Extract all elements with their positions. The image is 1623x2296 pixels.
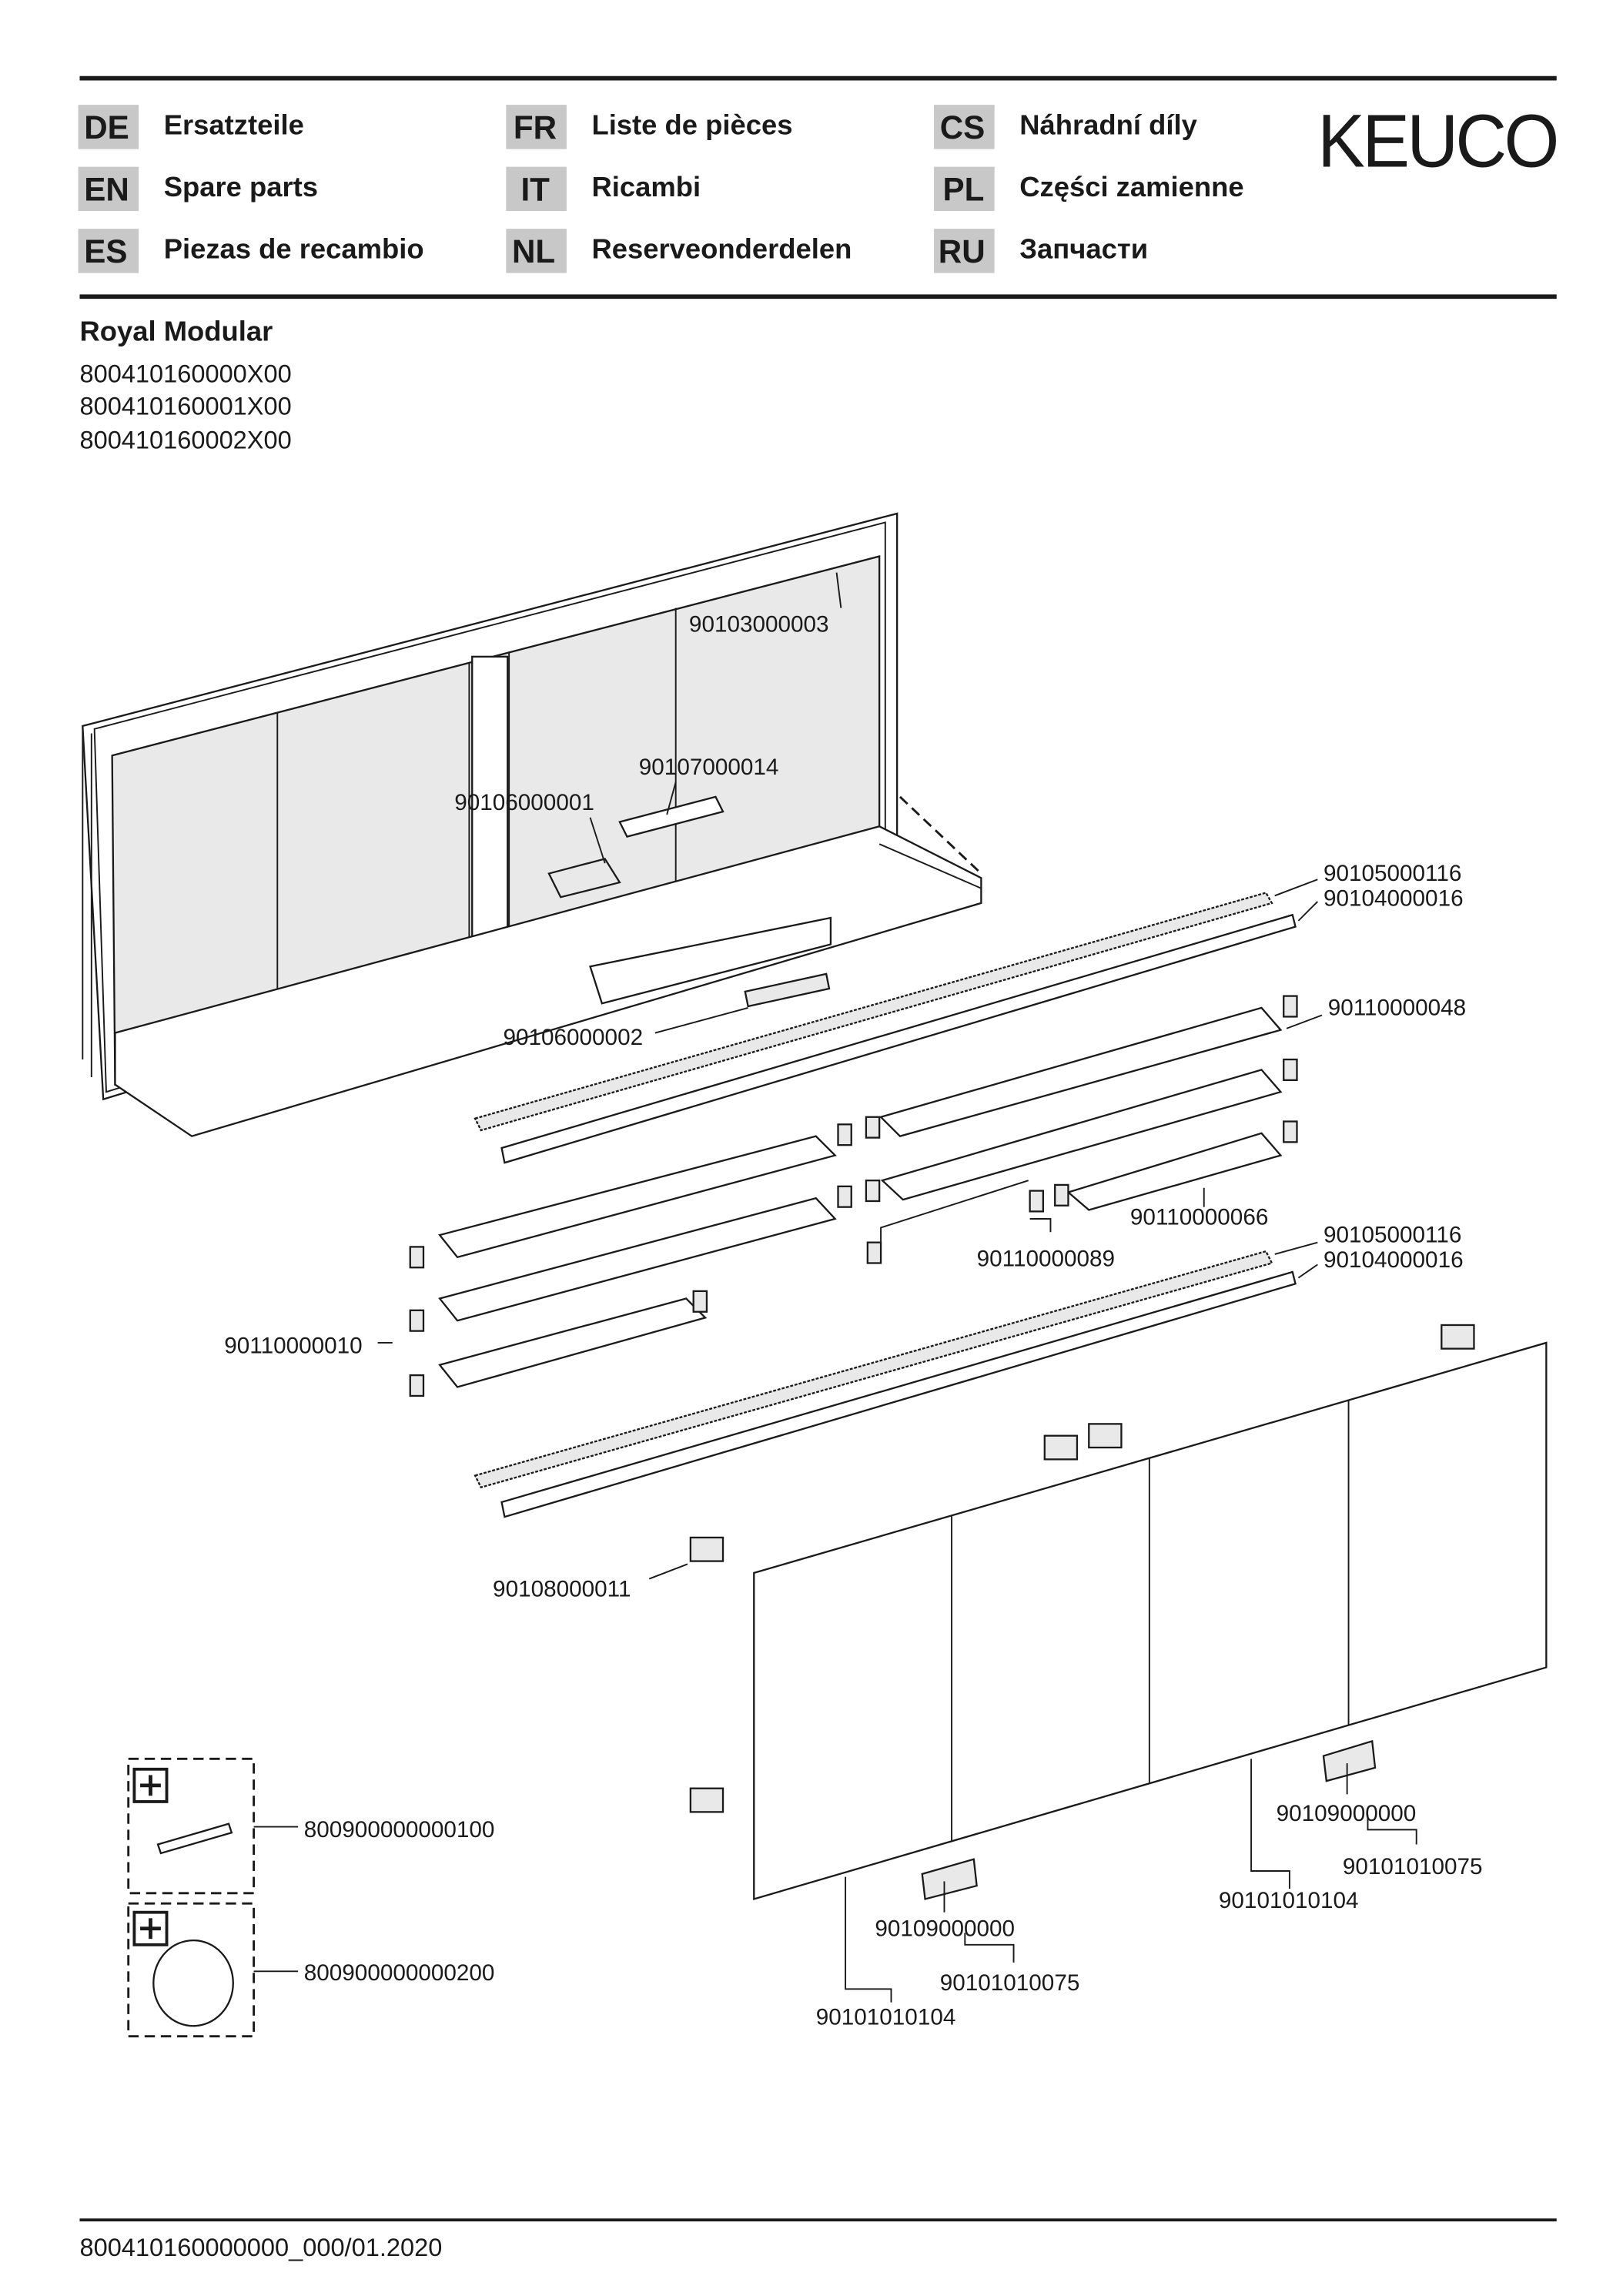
language-code: FR [514,109,557,146]
leader-lines [253,572,1417,2003]
article-number: 800410160001X00 [79,393,291,420]
language-de: DE Ersatzteile [78,105,304,149]
language-it: IT Ricambi [506,166,701,212]
accessory-mirror [152,1939,234,2027]
language-code: EN [84,172,129,208]
language-label: Liste de pièces [591,109,792,140]
keuco-logo: KEUCO [1317,99,1556,183]
mirror-doors [753,1341,1548,1900]
language-code: DE [84,109,129,146]
language-pl: PL Części zamienne [934,166,1244,212]
language-es: ES Piezas de recambio [78,229,424,273]
language-label: Náhradní díly [1019,109,1197,140]
plus-icon [132,1767,169,1803]
part-label: 90103000003 [689,611,829,637]
part-label: 90101010104 [816,2004,956,2030]
language-nl: NL Reserveonderdelen [506,229,852,273]
plus-icon [132,1910,169,1946]
part-label: 90110000066 [1130,1205,1268,1230]
part-label: 90101010075 [1343,1854,1483,1879]
part-label: 90110000089 [977,1246,1115,1271]
part-label: 90101010075 [940,1970,1080,1996]
glass-shelf [878,1006,1283,1137]
language-code: NL [512,233,555,269]
part-label: 90104000016 [1323,886,1464,912]
switch-part [589,916,832,1008]
language-label: Piezas de recambio [164,233,424,264]
part-label: 90104000016 [1323,1247,1464,1273]
light-strip-bottom [474,1250,1273,1489]
glass-shelf [880,1069,1283,1201]
footer-rule [79,2218,1557,2222]
language-code: PL [943,172,985,208]
language-label: Części zamienne [1019,171,1243,202]
language-fr: FR Liste de pièces [506,105,792,149]
part-label: 800900000000100 [304,1817,495,1842]
transformer-part [547,858,621,899]
led-driver-cover-part [618,795,724,838]
profile-top [500,913,1297,1164]
accessory-box-2 [127,1902,256,2038]
profile-bottom [500,1270,1297,1518]
product-name: Royal Modular [79,316,273,347]
part-label: 90107000014 [639,755,779,780]
part-label: 90106000001 [454,790,594,815]
language-label: Ricambi [591,171,701,202]
accessory-strip [156,1822,233,1855]
part-label: 90106000002 [503,1025,643,1050]
header-bottom-rule [79,294,1557,300]
language-cs: CS Náhradní díly [934,105,1198,149]
language-ru: RU Запчасти [934,229,1148,273]
part-label: 90109000000 [1277,1801,1417,1826]
glass-shelf [1066,1132,1283,1211]
part-label: 90109000000 [875,1916,1015,1941]
document-id: 800410160000000_000/01.2020 [79,2234,442,2261]
language-code: ES [84,233,127,269]
header-top-rule [79,75,1557,81]
part-label: 800900000000200 [304,1960,495,1986]
language-code: IT [520,172,550,208]
language-label: Запчасти [1019,233,1148,264]
language-en: EN Spare parts [78,166,318,212]
language-code: RU [939,233,986,269]
article-number: 800410160002X00 [79,427,291,454]
shelf-holders [409,995,1298,1397]
glass-shelf [438,1197,837,1322]
language-code: CS [940,109,986,146]
part-label: 90110000048 [1328,996,1466,1021]
door-handles [921,1739,1377,1900]
part-label: 90101010104 [1219,1888,1359,1913]
cabinet-body [82,512,982,1137]
part-label: 90105000116 [1323,1223,1461,1248]
article-number: 800410160000X00 [79,360,291,387]
language-label: Spare parts [164,171,318,202]
glass-shelf [438,1135,837,1259]
glass-shelf [438,1297,708,1388]
light-strip-top [474,892,1273,1132]
accessory-box-1 [127,1757,256,1895]
part-label: 90108000011 [493,1577,631,1602]
part-label: 90110000010 [224,1333,362,1358]
language-label: Ersatzteile [164,109,304,140]
language-label: Reserveonderdelen [591,233,852,264]
hinges [689,1324,1475,1813]
part-label: 90105000116 [1323,861,1461,886]
